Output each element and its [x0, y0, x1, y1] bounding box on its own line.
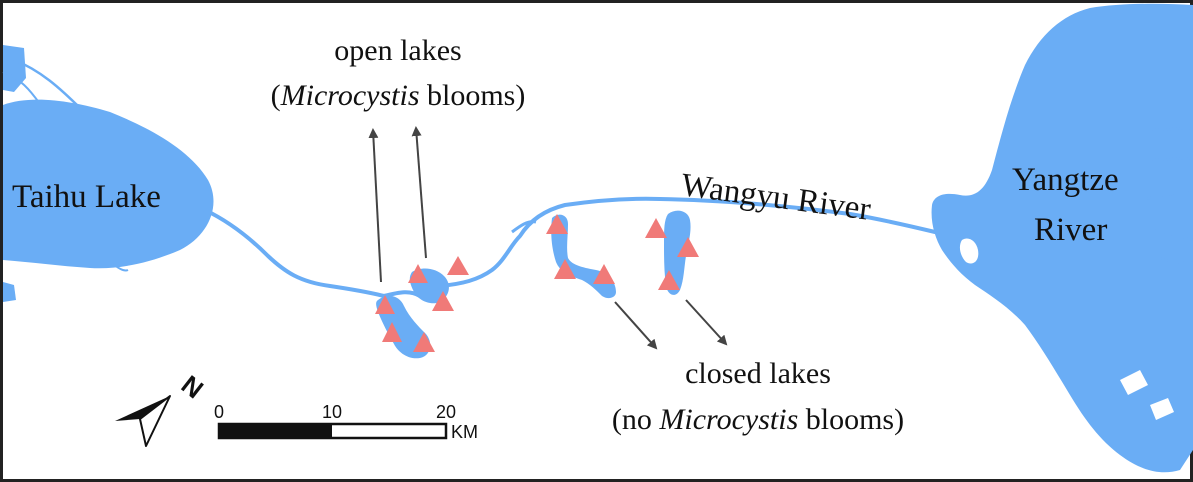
taihu-lake-islet [3, 282, 16, 302]
annotation-arrows [368, 126, 728, 350]
triangle-marker-icon [546, 214, 568, 234]
triangle-marker-icon [447, 256, 469, 275]
scale-bar: 0 10 20 KM [214, 402, 478, 442]
triangle-marker-icon [413, 332, 435, 352]
taihu-lake-label: Taihu Lake [12, 179, 161, 215]
yangtze-river-label-line1: Yangtze [1012, 162, 1119, 198]
triangle-marker-icon [408, 264, 428, 283]
scale-tick-20: 20 [436, 402, 456, 422]
sampling-sites [375, 214, 699, 352]
arrow-open-lake-west [368, 128, 382, 283]
triangle-marker-icon [432, 291, 454, 311]
yangtze-island [959, 238, 979, 264]
arrow-open-lake-east [411, 126, 427, 259]
scale-tick-10: 10 [322, 402, 342, 422]
triangle-marker-icon [658, 270, 680, 290]
open-lakes-label: open lakes [334, 34, 461, 67]
scale-bar-fill [219, 424, 332, 438]
scale-unit: KM [451, 422, 478, 442]
yangtze-river-label-line2: River [1034, 212, 1107, 248]
creek-west [2, 71, 41, 105]
arrow-closed-lake-east [685, 299, 728, 346]
triangle-marker-icon [382, 322, 402, 342]
closed-lakes-label: closed lakes [685, 357, 831, 390]
closed-lakes-sublabel: (no Microcystis blooms) [612, 403, 904, 436]
triangle-marker-icon [375, 295, 395, 314]
yangtze-docks [1120, 370, 1174, 420]
triangle-marker-icon [554, 259, 576, 279]
taihu-lake-inlet-top [3, 45, 26, 92]
triangle-marker-icon [645, 218, 667, 238]
open-lakes-sublabel: (Microcystis blooms) [271, 79, 526, 112]
arrow-closed-lake-west [614, 301, 658, 350]
scale-tick-0: 0 [214, 402, 224, 422]
taihu-lake [3, 99, 214, 269]
yangtze-river [931, 3, 1193, 473]
triangle-marker-icon [677, 237, 699, 257]
creek-south [109, 261, 129, 272]
triangle-marker-icon [593, 264, 615, 284]
wangyu-river-branch [511, 220, 537, 234]
creek-north-taihu [13, 58, 83, 111]
canals-east [1139, 127, 1193, 264]
